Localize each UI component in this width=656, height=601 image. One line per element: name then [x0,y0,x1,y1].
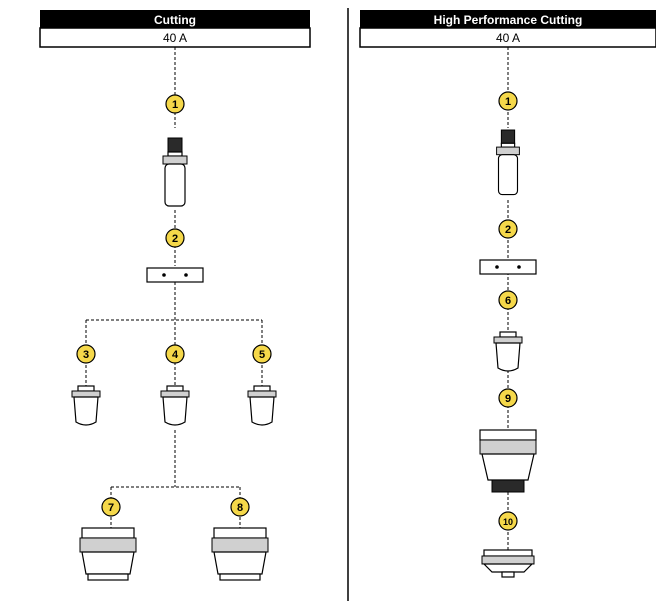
svg-text:6: 6 [505,295,511,307]
svg-text:2: 2 [505,224,511,236]
left-connectors [85,47,263,528]
swirl-ring-part-hp [479,259,537,275]
svg-text:5: 5 [259,349,265,361]
svg-text:10: 10 [503,517,513,527]
badge-left-7: 7 [101,497,121,517]
swirl-ring-part [146,267,204,283]
svg-text:7: 7 [108,502,114,514]
nozzle-part-6 [493,331,523,372]
badge-right-2: 2 [498,219,518,239]
left-title-bar [40,10,310,28]
right-amperage: 40 A [496,31,520,45]
badge-left-5: 5 [252,344,272,364]
electrode-part-hp [496,129,520,196]
shield-cap-part-9 [479,429,537,493]
svg-text:9: 9 [505,393,511,405]
electrode-part [162,137,188,207]
badge-right-9: 9 [498,388,518,408]
svg-text:8: 8 [237,502,243,514]
nozzle-part-3 [71,385,101,426]
left-panel: Cutting 40 A 1 2 3 4 5 7 [39,10,311,581]
deflector-part-10 [481,549,535,578]
svg-text:2: 2 [172,233,178,245]
retaining-cap-part-7 [79,527,137,581]
badge-left-2: 2 [165,228,185,248]
svg-text:1: 1 [505,96,511,108]
retaining-cap-part-8 [211,527,269,581]
right-title: High Performance Cutting [434,13,583,27]
svg-text:4: 4 [172,349,179,361]
nozzle-part-5 [247,385,277,426]
right-panel: High Performance Cutting 40 A 1 2 6 9 10 [359,10,656,578]
left-amperage: 40 A [163,31,187,45]
svg-text:3: 3 [83,349,89,361]
badge-right-1: 1 [498,91,518,111]
nozzle-part-4 [160,385,190,426]
right-header: High Performance Cutting 40 A [359,10,656,48]
badge-left-4: 4 [165,344,185,364]
left-header: Cutting 40 A [39,10,311,48]
badge-left-1: 1 [165,94,185,114]
badge-left-3: 3 [76,344,96,364]
badge-right-6: 6 [498,290,518,310]
right-title-bar [360,10,656,28]
badge-left-8: 8 [230,497,250,517]
left-title: Cutting [154,13,196,27]
svg-text:1: 1 [172,99,178,111]
badge-right-10: 10 [498,511,518,531]
